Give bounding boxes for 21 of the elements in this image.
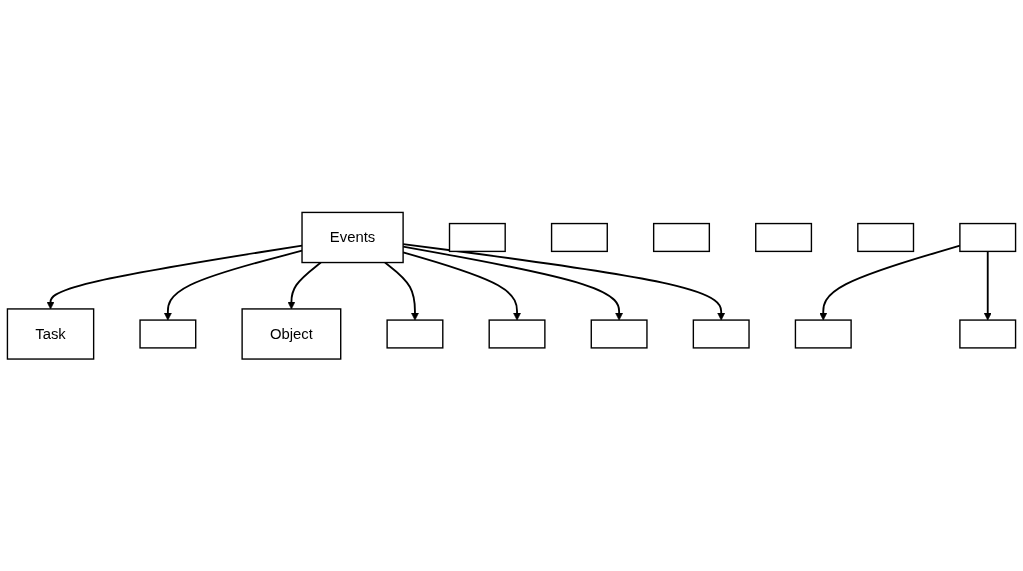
arrow bbox=[46, 244, 303, 310]
node-box bbox=[488, 319, 546, 349]
node-box bbox=[692, 319, 750, 349]
node-box bbox=[139, 319, 197, 349]
node-box: Task bbox=[6, 308, 95, 360]
node-box bbox=[794, 319, 852, 349]
node-box: Object bbox=[241, 308, 342, 360]
node-box bbox=[550, 222, 608, 252]
node-box bbox=[386, 319, 444, 349]
arrow bbox=[384, 261, 420, 321]
node-box bbox=[857, 222, 915, 252]
node-box bbox=[959, 222, 1017, 252]
arrow bbox=[287, 261, 322, 310]
arrow bbox=[163, 249, 303, 321]
arrow bbox=[983, 250, 992, 321]
node-box bbox=[652, 222, 711, 252]
node-box: Events bbox=[301, 211, 404, 263]
node-box bbox=[590, 319, 648, 349]
node-box bbox=[959, 319, 1017, 349]
node-box bbox=[755, 222, 813, 252]
node-box bbox=[448, 222, 506, 252]
